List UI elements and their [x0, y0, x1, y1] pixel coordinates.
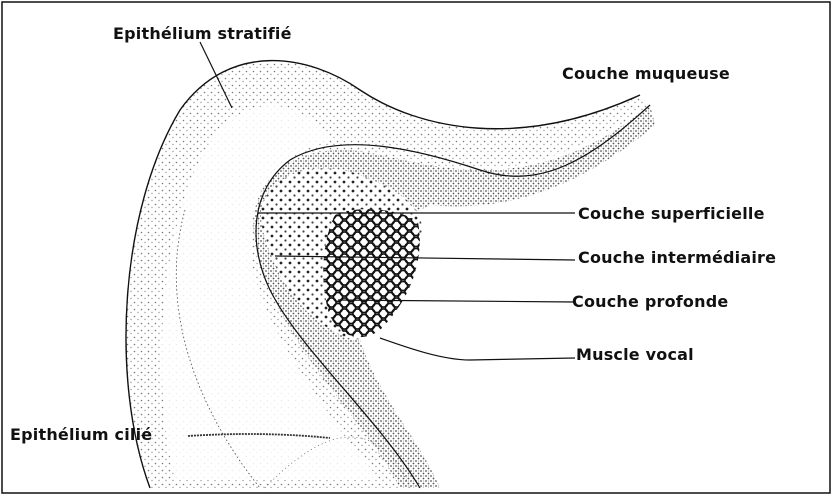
label-epithelium-stratifie: Epithélium stratifié — [113, 24, 292, 43]
label-epithelium-cilie: Epithélium cilié — [10, 425, 152, 444]
label-muscle-vocal: Muscle vocal — [576, 345, 694, 364]
label-couche-intermediaire: Couche intermédiaire — [578, 248, 776, 267]
label-couche-profonde: Couche profonde — [572, 292, 728, 311]
label-couche-superficielle: Couche superficielle — [578, 204, 765, 223]
label-couche-muqueuse: Couche muqueuse — [562, 64, 730, 83]
